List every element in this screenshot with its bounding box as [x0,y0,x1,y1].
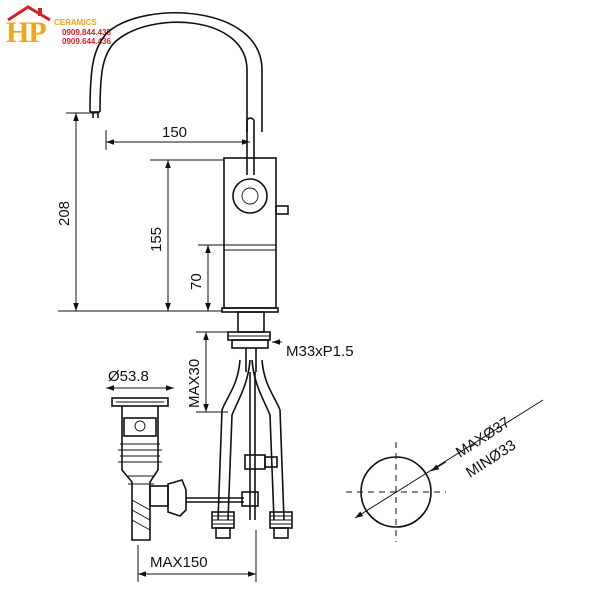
logo-mark: HP [6,16,47,49]
label-spout-reach: 150 [162,124,187,141]
dimension-lines [58,112,282,582]
label-max-thickness: MAX30 [186,359,203,408]
label-drain-diameter: Ø53.8 [108,368,149,385]
label-handle-height: 155 [148,227,165,252]
label-body-height: 70 [188,273,205,290]
logo-phone-1: 0909.844.438 [62,28,111,37]
logo-phone-2: 0909.644.436 [62,37,111,46]
label-thread: M33xP1.5 [286,343,354,360]
supply-hoses [211,359,293,539]
label-total-height: 208 [56,201,73,226]
pop-up-drain [111,397,244,541]
dimension-labels: 150 208 155 70 M33xP1.5 MAX30 Ø53.8 MAX1… [56,124,519,571]
brand-logo: HP CERAMICS 0909.844.438 0909.644.436 [6,4,136,50]
faucet-body [89,12,289,372]
logo-brand-text: CERAMICS [54,18,97,27]
mounting-hole [346,399,544,542]
house-roof-icon [7,5,51,22]
label-max-distance: MAX150 [150,554,208,571]
